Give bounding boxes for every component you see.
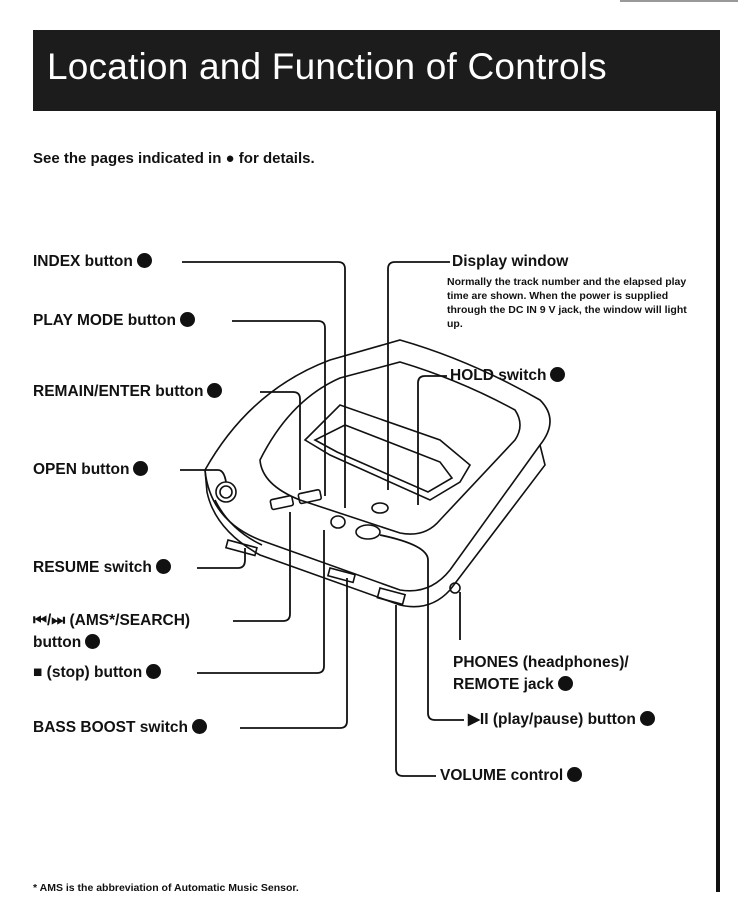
page-reference-dot bbox=[85, 634, 101, 649]
label-play-pause-button: ▶II (play/pause) button bbox=[468, 709, 655, 731]
page-title: Location and Function of Controls bbox=[47, 46, 607, 87]
leader-hold bbox=[417, 375, 447, 505]
leader-remain bbox=[260, 391, 301, 490]
page-reference-dot bbox=[146, 664, 162, 679]
page-reference-dot bbox=[639, 711, 655, 726]
leader-bass bbox=[240, 578, 348, 729]
page-reference-dot bbox=[136, 253, 152, 268]
label-phones-text-2: REMOTE jack bbox=[453, 676, 554, 693]
label-open-text: OPEN button bbox=[33, 461, 130, 478]
leader-volume bbox=[395, 605, 436, 777]
label-open-button: OPEN button bbox=[33, 459, 149, 481]
label-phones-jack: PHONES (headphones)/ bbox=[453, 652, 629, 674]
label-display-text: Display window bbox=[452, 253, 569, 270]
page-reference-dot bbox=[550, 367, 566, 382]
label-remain-enter-text: REMAIN/ENTER button bbox=[33, 383, 204, 400]
footnote: * AMS is the abbreviation of Automatic M… bbox=[33, 882, 299, 894]
label-volume-text: VOLUME control bbox=[440, 767, 564, 784]
margin-rule bbox=[716, 111, 720, 892]
device-body bbox=[204, 339, 551, 592]
leader-resume bbox=[197, 548, 246, 569]
header-rule bbox=[620, 0, 738, 6]
page-reference-dot bbox=[207, 383, 223, 398]
label-play-mode-text: PLAY MODE button bbox=[33, 312, 176, 329]
leader-ams bbox=[233, 512, 291, 622]
label-display-window: Display window bbox=[452, 251, 568, 273]
subtitle: See the pages indicated in ● for details… bbox=[33, 150, 315, 167]
label-hold-switch: HOLD switch bbox=[450, 365, 566, 387]
label-bass-boost-switch: BASS BOOST switch bbox=[33, 717, 208, 739]
label-volume-control: VOLUME control bbox=[440, 765, 583, 787]
title-banner: Location and Function of Controls bbox=[33, 30, 720, 111]
leader-index bbox=[182, 261, 346, 508]
label-hold-text: HOLD switch bbox=[450, 367, 547, 384]
leader-play-mode bbox=[232, 320, 326, 496]
label-stop-text: ■ (stop) button bbox=[33, 664, 143, 681]
label-index-text: INDEX button bbox=[33, 253, 133, 270]
page-reference-dot bbox=[567, 767, 583, 782]
label-bass-boost-text: BASS BOOST switch bbox=[33, 719, 189, 736]
label-remain-enter-button: REMAIN/ENTER button bbox=[33, 381, 223, 403]
leader-open bbox=[180, 469, 227, 483]
label-resume-switch: RESUME switch bbox=[33, 557, 171, 579]
page-reference-dot bbox=[179, 312, 195, 327]
page-reference-dot bbox=[557, 676, 573, 691]
label-ams-search-button-line2: button bbox=[33, 632, 101, 654]
label-phones-jack-line2: REMOTE jack bbox=[453, 674, 573, 696]
label-phones-text-1: PHONES (headphones)/ bbox=[453, 654, 629, 671]
label-ams-text-1: ⏮/⏭ (AMS*/SEARCH) bbox=[33, 612, 191, 629]
label-stop-button: ■ (stop) button bbox=[33, 662, 162, 684]
leader-stop bbox=[197, 530, 325, 674]
label-index-button: INDEX button bbox=[33, 251, 152, 273]
label-ams-search-button: ⏮/⏭ (AMS*/SEARCH) bbox=[33, 610, 190, 632]
label-play-mode-button: PLAY MODE button bbox=[33, 310, 195, 332]
label-play-pause-text: ▶II (play/pause) button bbox=[468, 711, 636, 728]
display-description: Normally the track number and the elapse… bbox=[447, 276, 687, 330]
leader-play-pause bbox=[379, 534, 464, 721]
page-reference-dot bbox=[155, 559, 171, 574]
label-ams-text-2: button bbox=[33, 634, 82, 651]
page-reference-dot bbox=[192, 719, 208, 734]
display-window-shape bbox=[303, 404, 472, 501]
leader-display bbox=[387, 261, 450, 490]
label-resume-text: RESUME switch bbox=[33, 559, 152, 576]
page-reference-dot bbox=[133, 461, 149, 476]
